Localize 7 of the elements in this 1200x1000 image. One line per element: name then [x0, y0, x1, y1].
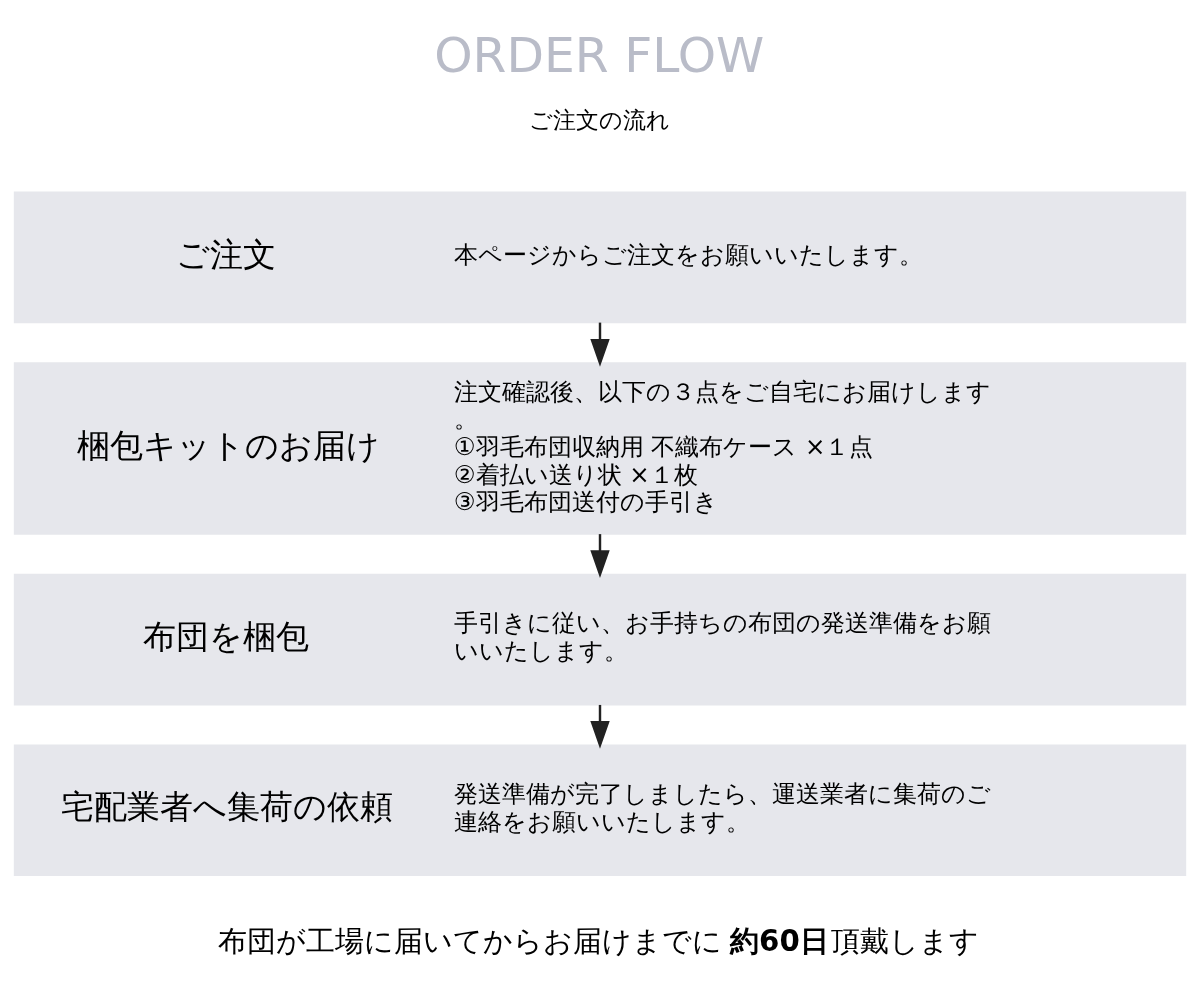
label: ご注文の流れ [529, 106, 671, 133]
node-box: 布団を梱包 手引きに従い、お手持ちの布団の発送準備をお願いいたします。 [13, 573, 1187, 705]
node-box: 梱包キットのお届け 注文確認後、以下の３点をご自宅にお届けします。 ①羽毛布団収納用 不織布ケース ×１点 ②着払い送り状 ×１枚 ③羽毛布団送付の手引き [13, 361, 1187, 535]
node-box: ご注文 本ページからご注文をお願いいたします。 [13, 191, 1187, 323]
node-box: 宅配業者へ集荷の依頼 発送準備が完了しましたら、運送業者に集荷のご連絡をお願いいたします。 [13, 743, 1187, 876]
caption: 布団が工場に届いてからお届けまでに約60日頂戴します [217, 923, 979, 958]
diagram-title: ORDER FLOW [434, 26, 765, 84]
